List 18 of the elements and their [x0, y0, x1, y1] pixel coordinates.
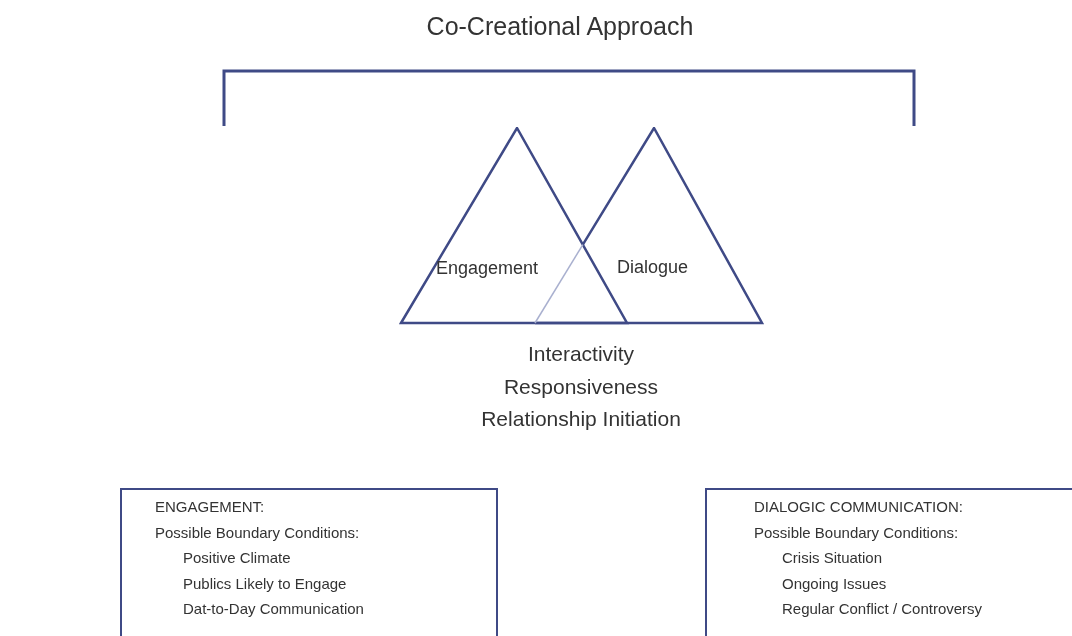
diagram-title: Co-Creational Approach [425, 12, 695, 41]
list-item: Ongoing Issues [782, 574, 887, 592]
box-heading: DIALOGIC COMMUNICATION: [754, 498, 963, 515]
list-item: Publics Likely to Engage [183, 574, 347, 592]
text-box [705, 488, 1072, 636]
concept-label: Responsiveness [503, 374, 659, 399]
box-subheading: Possible Boundary Conditions: [155, 523, 360, 541]
concept-label: Interactivity [527, 342, 635, 366]
list-item: Regular Conflict / Controversy [782, 600, 983, 617]
concept-label: Relationship Initiation [481, 407, 681, 431]
list-item: Dat-to-Day Communication [183, 600, 364, 617]
box-subheading: Possible Boundary Conditions: [754, 523, 959, 541]
box-heading: ENGAGEMENT: [155, 498, 265, 515]
list-item: Crisis Situation [782, 549, 883, 566]
list-item: Positive Climate [183, 549, 291, 566]
triangle-label: Engagement [436, 258, 539, 279]
triangle-label: Dialogue [617, 257, 689, 278]
text-box [120, 488, 498, 636]
